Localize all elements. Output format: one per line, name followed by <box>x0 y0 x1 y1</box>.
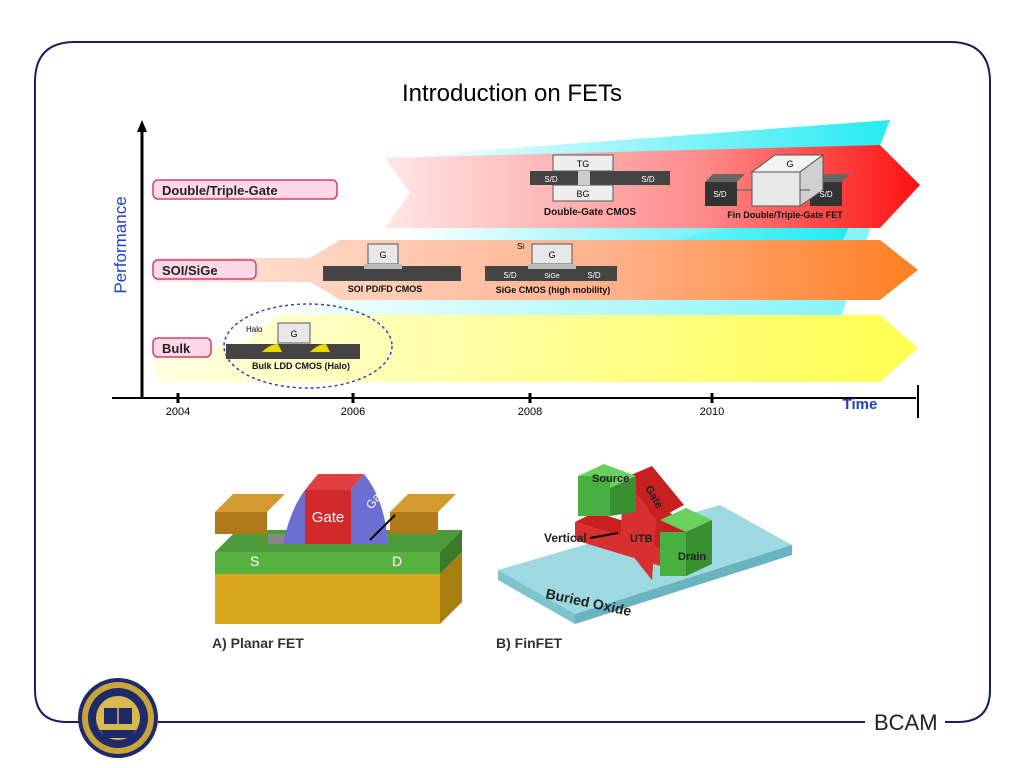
lane-label-box <box>152 259 257 280</box>
svg-text:S/D: S/D <box>713 190 727 199</box>
y-axis-label: Performance <box>111 196 130 293</box>
lane-label: Double/Triple-Gate <box>162 183 278 198</box>
footer-label: BCAM <box>868 710 944 736</box>
svg-text:G: G <box>786 159 793 169</box>
device-caption: Double-Gate CMOS <box>544 207 637 218</box>
svg-text:BG: BG <box>576 189 589 199</box>
soi-device: G SOI PD/FD CMOS <box>323 243 461 294</box>
svg-text:Si: Si <box>517 242 524 251</box>
svg-text:D: D <box>392 553 402 569</box>
svg-text:Gate: Gate <box>312 509 345 526</box>
double-gate-cmos-device: TG BG S/D S/D Double-Gate CMOS <box>530 154 670 218</box>
y-axis-arrow <box>137 120 147 132</box>
university-seal-logo <box>78 678 158 758</box>
svg-text:G: G <box>548 250 555 260</box>
x-axis-label: Time <box>843 396 878 413</box>
svg-text:S/D: S/D <box>503 271 517 280</box>
svg-text:S/D: S/D <box>641 175 655 184</box>
year-label: 2006 <box>341 406 365 418</box>
svg-text:Halo: Halo <box>246 325 263 334</box>
svg-text:Vertical: Vertical <box>544 531 587 545</box>
svg-text:S/D: S/D <box>587 271 601 280</box>
svg-text:Source: Source <box>592 473 629 485</box>
bulk-device: G Halo Bulk LDD CMOS (Halo) <box>223 303 393 389</box>
x-ticks <box>176 393 714 403</box>
lane-label: SOI/SiGe <box>162 263 218 278</box>
lane-label: Bulk <box>162 341 191 356</box>
device-caption: Fin Double/Triple-Gate FET <box>727 210 843 220</box>
figure-caption: A) Planar FET <box>212 635 304 651</box>
figure-caption: B) FinFET <box>496 635 563 651</box>
svg-text:TG: TG <box>577 159 590 169</box>
finfet-illustration: Source Gate Drain Vertical UTB Buried Ox… <box>498 464 792 624</box>
svg-text:S: S <box>250 553 259 569</box>
year-label: 2004 <box>166 406 190 418</box>
svg-text:S/D: S/D <box>819 190 833 199</box>
lane-label-box <box>152 337 212 358</box>
svg-text:S/D: S/D <box>544 175 558 184</box>
planar-fet-illustration: Gate Gate Width S D <box>215 455 462 624</box>
lane-label-box <box>152 179 338 200</box>
lane-bulk <box>155 315 918 382</box>
device-caption: Bulk LDD CMOS (Halo) <box>252 361 350 371</box>
svg-text:UTB: UTB <box>630 533 653 545</box>
svg-text:SiGe: SiGe <box>544 273 560 280</box>
device-caption: SOI PD/FD CMOS <box>348 284 423 294</box>
year-label: 2010 <box>700 406 724 418</box>
year-label: 2008 <box>518 406 542 418</box>
fin-fet-device: G S/D S/D Fin Double/Triple-Gate FET <box>705 154 850 220</box>
svg-text:G: G <box>290 329 297 339</box>
svg-text:G: G <box>379 250 386 260</box>
slide-title: Introduction on FETs <box>401 80 623 107</box>
svg-text:Drain: Drain <box>678 551 706 563</box>
sige-device: G Si SiGe S/D S/D SiGe CMOS (high mobili… <box>485 242 617 295</box>
device-caption: SiGe CMOS (high mobility) <box>496 285 611 295</box>
